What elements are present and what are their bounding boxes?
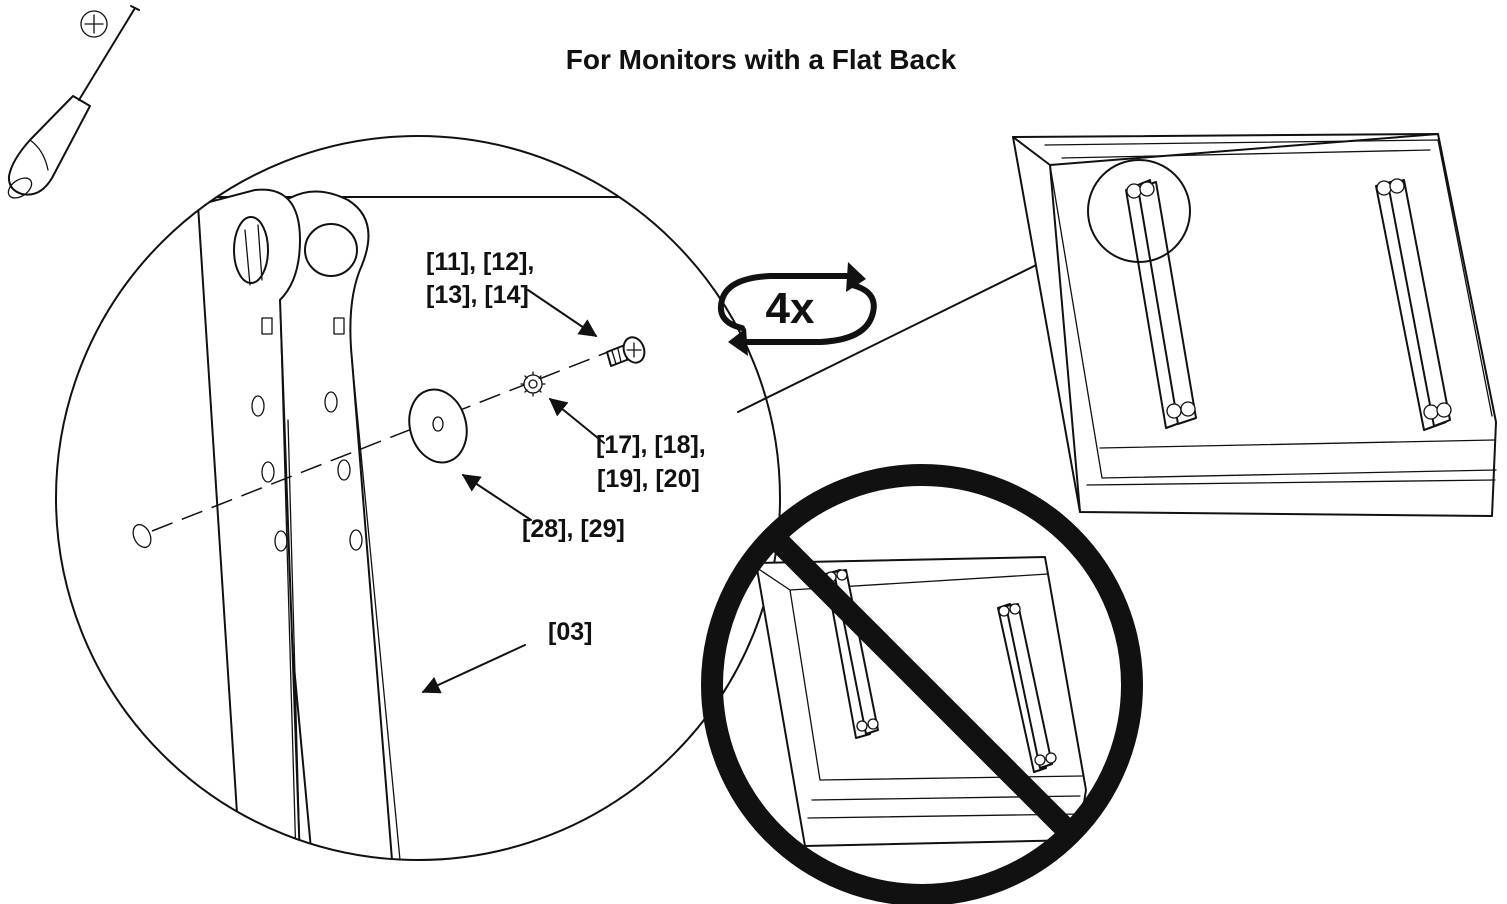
screw-part-label-line2: [13], [14] bbox=[426, 281, 529, 309]
diagram-title: For Monitors with a Flat Back bbox=[566, 44, 957, 75]
machine-screw bbox=[606, 336, 646, 367]
lock-washer bbox=[520, 371, 546, 397]
zoom-connector-line bbox=[737, 236, 1094, 413]
monitor-bracket-left bbox=[1125, 179, 1197, 429]
assembly-axis-line bbox=[151, 351, 609, 532]
lock-washer-part-label-line1: [17], [18], bbox=[596, 431, 706, 459]
lock-washer-part-label-line2: [19], [20] bbox=[597, 465, 700, 493]
repeat-arrows-icon bbox=[718, 262, 877, 356]
bracket-part-label: [03] bbox=[548, 618, 592, 646]
washer-part-label: [28], [29] bbox=[522, 515, 625, 543]
prohibition-sign-icon bbox=[701, 464, 1143, 904]
screw-leader-arrow bbox=[527, 289, 598, 337]
bracket-front-strip bbox=[197, 188, 301, 860]
zoom-detail-circle bbox=[55, 135, 781, 861]
phillips-screwdriver-icon bbox=[7, 5, 140, 199]
monitor-zoom-marker bbox=[1087, 159, 1191, 263]
flat-washer bbox=[408, 388, 468, 464]
monitor-mount-hole bbox=[132, 523, 152, 549]
lock-washer-leader-arrow bbox=[548, 398, 605, 444]
screw-part-label-line1: [11], [12], bbox=[426, 248, 534, 276]
bracket-leader-arrow bbox=[421, 644, 526, 694]
monitor-bracket-right bbox=[1375, 178, 1452, 431]
repeat-count-label: 4x bbox=[766, 284, 815, 333]
washer-leader-arrow bbox=[461, 474, 532, 521]
flat-back-monitor bbox=[1012, 133, 1497, 517]
